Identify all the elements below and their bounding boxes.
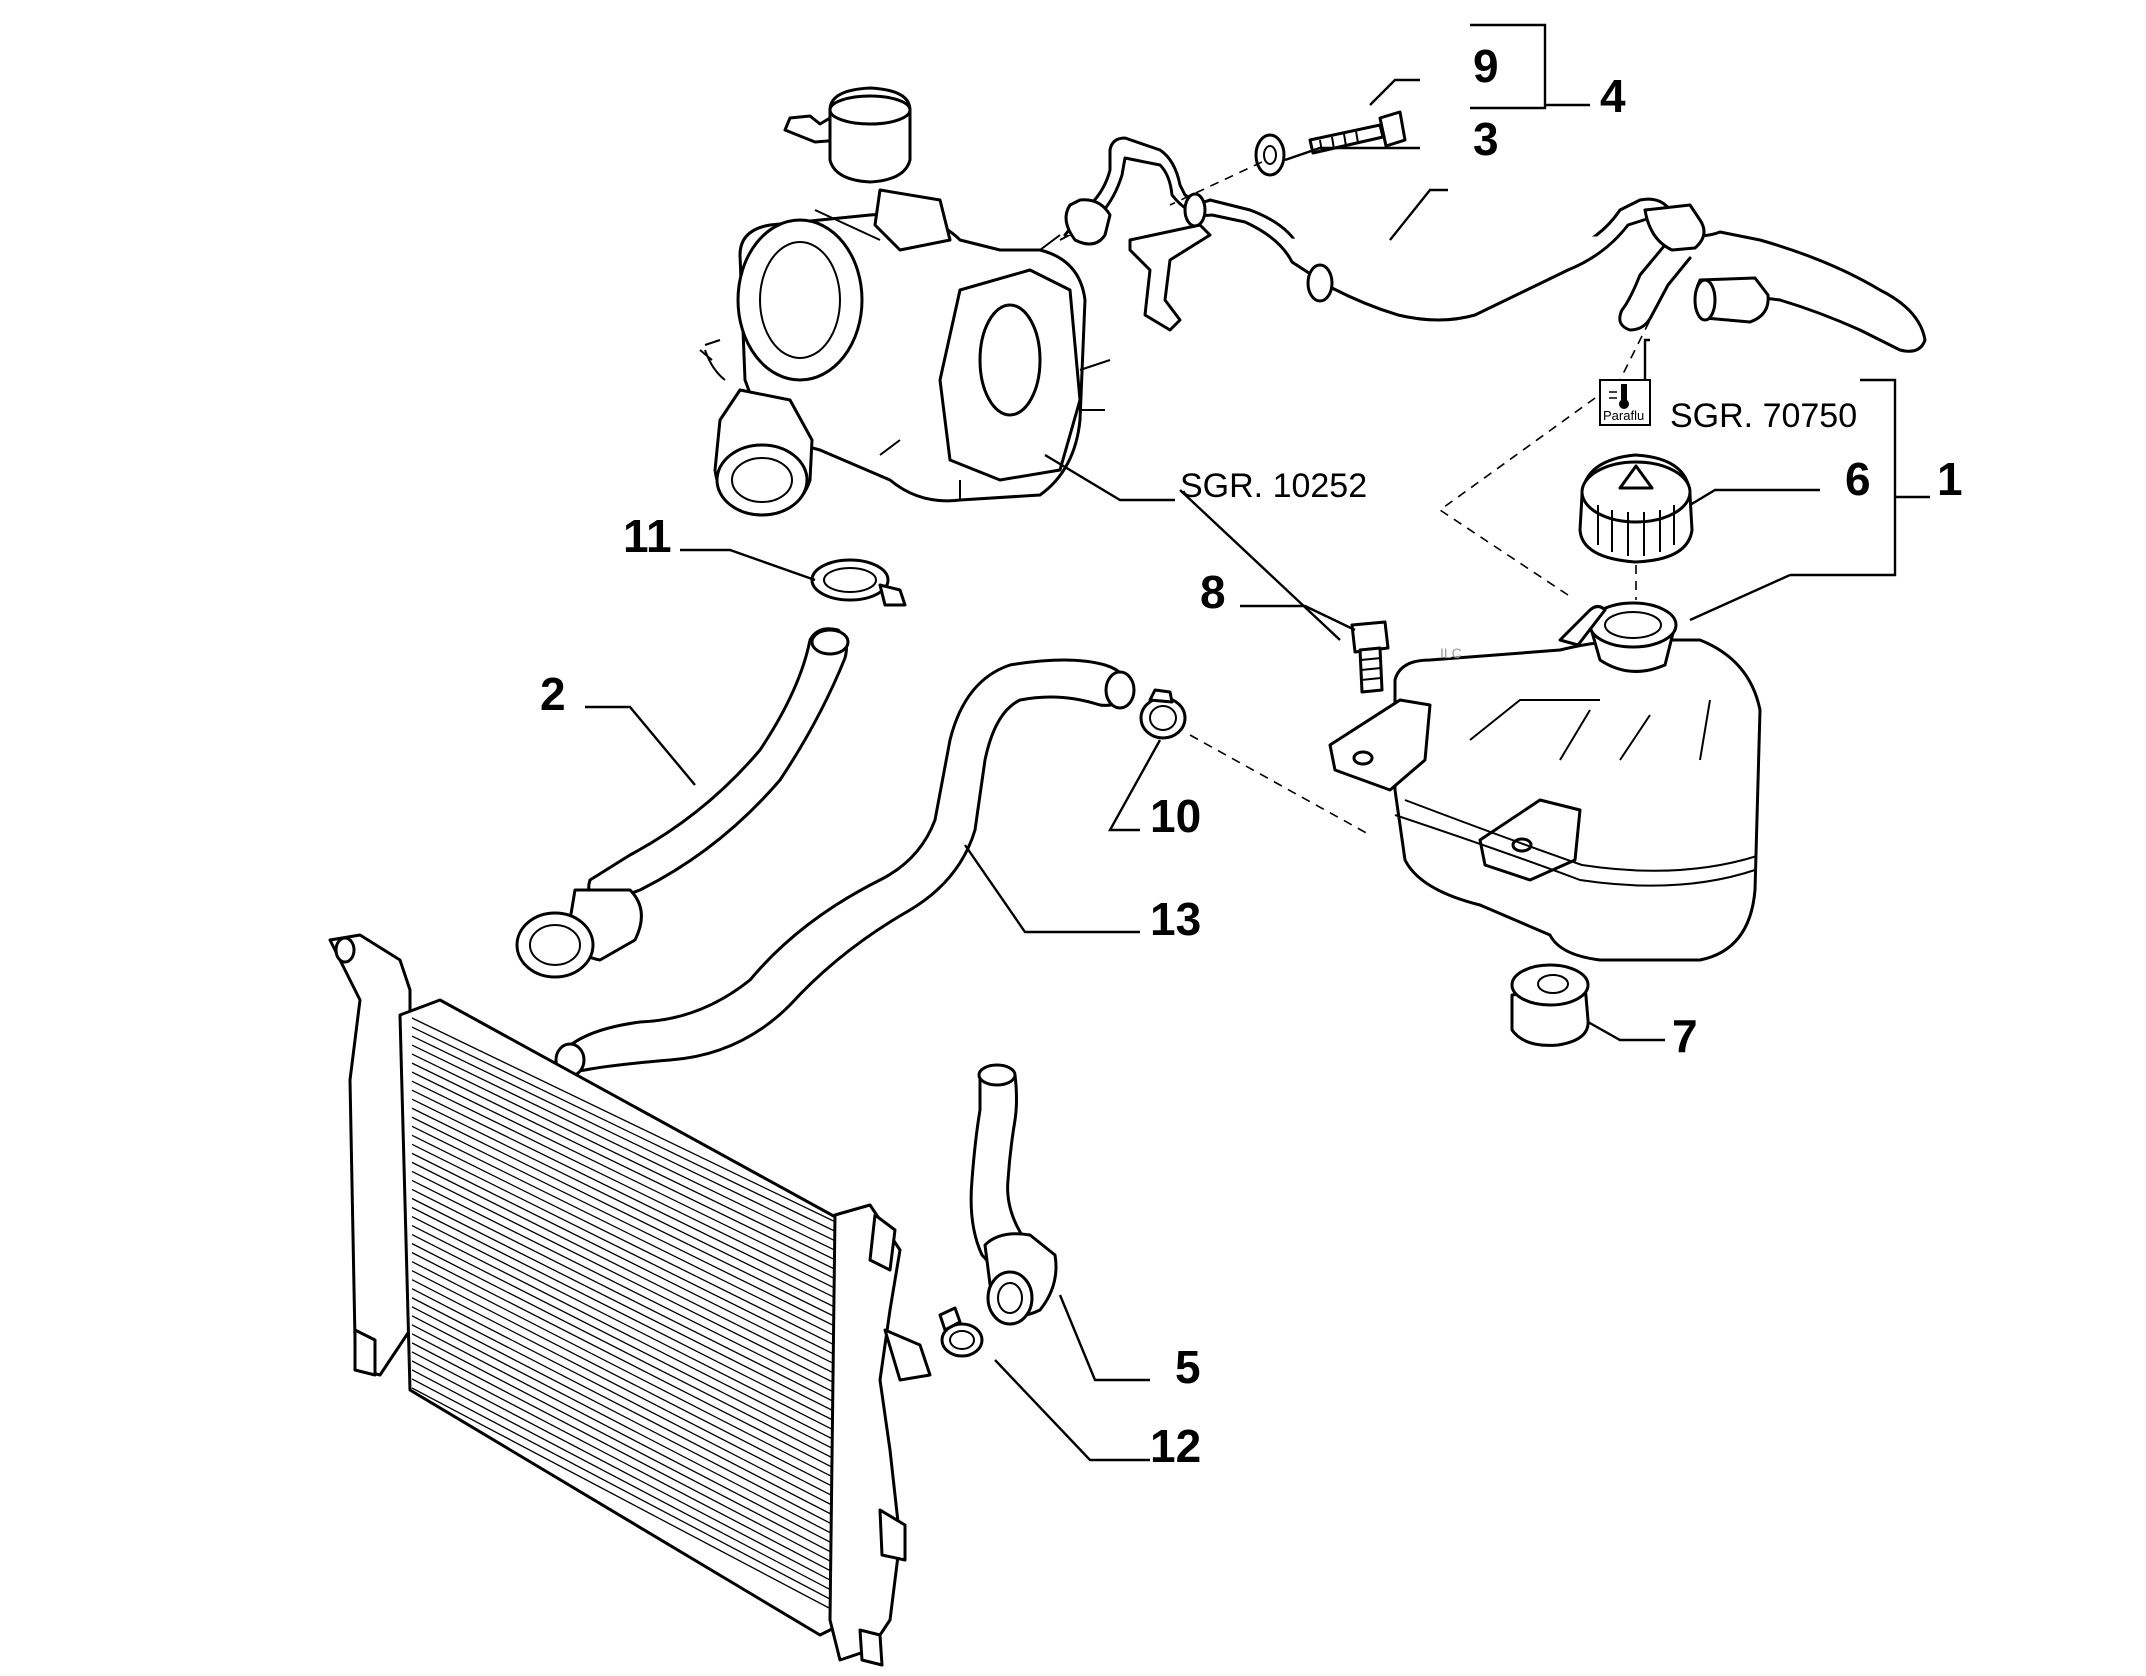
hose-2 [515, 627, 850, 979]
bolt-8 [1350, 620, 1390, 694]
radiator-fin-line [411, 1270, 849, 1495]
radiator-fin-line [411, 1188, 849, 1410]
radiator-fin-line [411, 1252, 849, 1476]
assembly-line [1169, 161, 1263, 206]
clamp-11 [810, 558, 907, 607]
leader-lines [585, 23, 1930, 1462]
clamp-12 [938, 1306, 984, 1358]
radiator-fins [411, 1017, 849, 1619]
paraflu-badge: Paraflu [1599, 379, 1651, 426]
radiator-fin-line [411, 1387, 849, 1619]
radiator-fin-line [411, 1324, 849, 1552]
radiator-fin-line [411, 1306, 849, 1533]
radiator-fin-line [411, 1369, 849, 1600]
radiator-fin-line [411, 1333, 849, 1562]
thermometer-icon [1609, 384, 1629, 409]
callout-10: 10 [1150, 790, 1201, 842]
radiator-fin-line [411, 1098, 849, 1315]
radiator-fin-line [411, 1378, 849, 1610]
radiator-fin-line [411, 1197, 849, 1419]
callout-13: 13 [1150, 893, 1201, 945]
washer [1254, 133, 1286, 177]
callout-7: 7 [1672, 1010, 1698, 1062]
radiator-fin-line [411, 1297, 849, 1524]
radiator-fin-line [411, 1143, 849, 1362]
radiator-fin-line [411, 1134, 849, 1353]
assembly-line [1189, 734, 1371, 836]
hose-5 [969, 1063, 1058, 1326]
callout-2: 2 [540, 668, 566, 720]
callout-6: 6 [1845, 453, 1871, 505]
radiator-fin-line [411, 1206, 849, 1429]
callout-8: 8 [1200, 566, 1226, 618]
callout-11: 11 [623, 510, 672, 562]
radiator-fin-line [411, 1279, 849, 1505]
radiator-fin-line [411, 1026, 849, 1239]
expansion-tank: ILC [1328, 601, 1762, 962]
turbocharger [699, 86, 1111, 517]
bolt [1308, 110, 1407, 155]
clamp-10 [1139, 688, 1187, 740]
radiator-fin-line [411, 1243, 849, 1467]
radiator-fin-line [411, 1234, 849, 1457]
radiator-fin-line [411, 1179, 849, 1400]
radiator-fin-line [411, 1170, 849, 1391]
radiator-cap [1578, 453, 1694, 564]
radiator-fin-line [411, 1360, 849, 1591]
radiator-fin-line [411, 1071, 849, 1286]
radiator-fin-line [411, 1161, 849, 1381]
radiator-fin-line [411, 1107, 849, 1324]
callout-1: 1 [1937, 453, 1963, 505]
radiator-fin-line [411, 1089, 849, 1305]
callout-12: 12 [1150, 1420, 1201, 1472]
radiator-fin-line [411, 1044, 849, 1258]
radiator-fin-line [411, 1053, 849, 1267]
paraflu-label: Paraflu [1603, 408, 1644, 423]
coolant-hose-assembly [1063, 136, 1927, 353]
assembly-line [1438, 319, 1651, 596]
turbo-reference: SGR. 10252 [1180, 467, 1367, 505]
radiator-fin-line [411, 1288, 849, 1514]
radiator-fin-line [411, 1215, 849, 1438]
radiator-fin-line [411, 1035, 849, 1248]
radiator-fin-line [411, 1152, 849, 1372]
callout-9: 9 [1473, 40, 1499, 92]
radiator-fin-line [411, 1261, 849, 1486]
radiator-fin-line [411, 1017, 849, 1229]
radiator-fin-line [411, 1351, 849, 1581]
radiator-fin-line [411, 1224, 849, 1448]
radiator-fin-line [411, 1315, 849, 1543]
radiator-fin-line [411, 1062, 849, 1277]
callout-4: 4 [1600, 70, 1626, 122]
radiator-fin-line [411, 1125, 849, 1343]
callout-5: 5 [1175, 1341, 1201, 1393]
radiator-fin-line [411, 1342, 849, 1572]
watermark: ILC [1440, 645, 1462, 661]
coolant-reference: SGR. 70750 [1670, 397, 1857, 435]
callout-3: 3 [1473, 113, 1499, 165]
radiator-fin-line [411, 1116, 849, 1334]
radiator [328, 933, 932, 1667]
radiator-fin-line [411, 1080, 849, 1296]
grommet-7 [1510, 963, 1590, 1047]
